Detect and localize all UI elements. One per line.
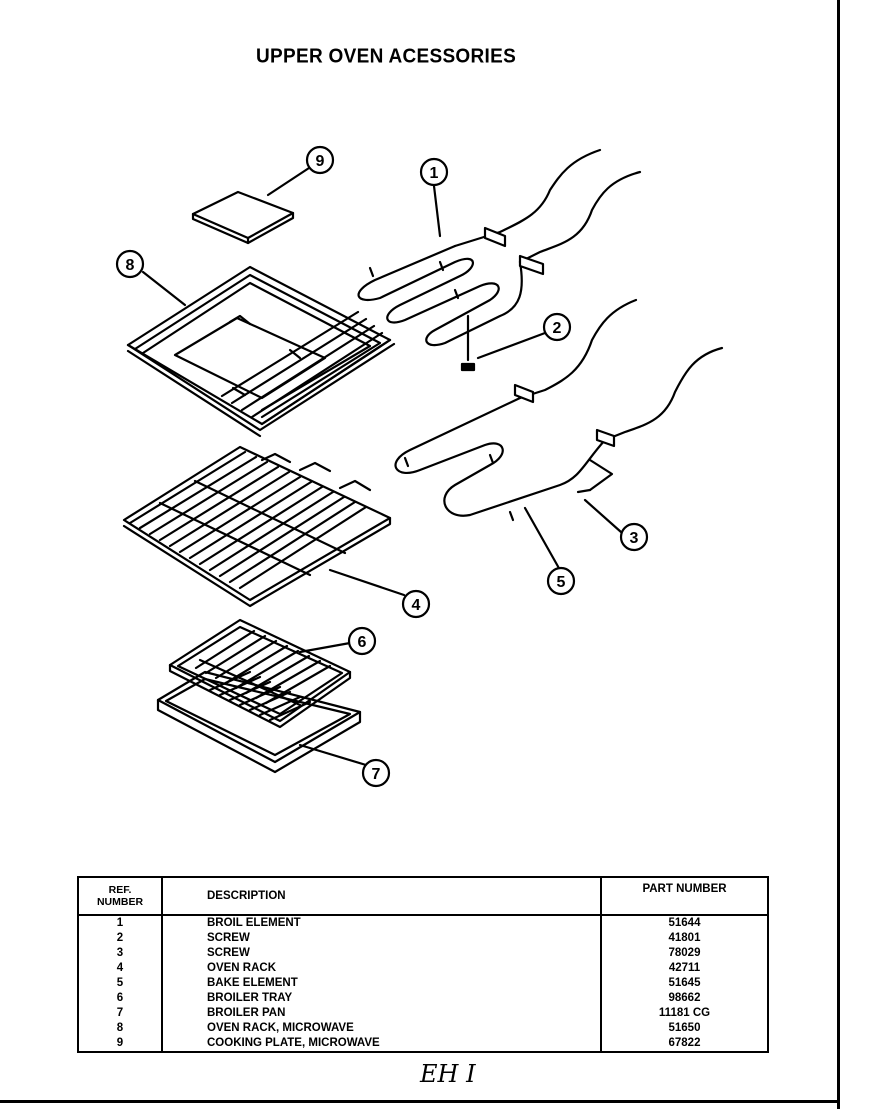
table-row: 1 BROIL ELEMENT 51644 — [77, 915, 769, 931]
table-row: 6 BROILER TRAY 98662 — [77, 991, 769, 1006]
table-row: 3 SCREW 78029 — [77, 946, 769, 961]
ref-cell: 6 — [77, 991, 163, 1006]
callout-5: 5 — [557, 574, 566, 591]
screw-3-drawing — [576, 458, 614, 494]
broil-element-drawing — [357, 148, 642, 347]
callout-6: 6 — [358, 634, 367, 651]
parts-table-header: REF. NUMBER DESCRIPTION PART NUMBER — [77, 876, 769, 916]
cooking-plate-drawing — [191, 190, 295, 245]
page-title: UPPER OVEN ACESSORIES — [256, 45, 517, 68]
part-number-header: PART NUMBER — [600, 876, 769, 916]
callout-7: 7 — [372, 766, 381, 783]
screw-2-drawing — [460, 314, 476, 372]
table-row: 5 BAKE ELEMENT 51645 — [77, 976, 769, 991]
table-row: 4 OVEN RACK 42711 — [77, 961, 769, 976]
ref-cell: 7 — [77, 1006, 163, 1021]
page-frame-bottom — [0, 1100, 840, 1103]
callout-8: 8 — [126, 257, 135, 274]
part-number-cell: 51650 — [600, 1021, 769, 1036]
callout-2: 2 — [553, 320, 562, 337]
part-number-cell: 11181 CG — [600, 1006, 769, 1021]
page-frame-right — [837, 0, 840, 1109]
bake-element-drawing — [394, 298, 724, 522]
part-number-cell: 67822 — [600, 1036, 769, 1053]
parts-table: REF. NUMBER DESCRIPTION PART NUMBER 1 BR… — [77, 876, 769, 1053]
description-cell: SCREW — [161, 931, 602, 946]
table-row: 2 SCREW 41801 — [77, 931, 769, 946]
part-number-cell: 42711 — [600, 961, 769, 976]
part-number-cell: 51645 — [600, 976, 769, 991]
callout-4: 4 — [412, 597, 421, 614]
broiler-tray-drawing — [168, 618, 352, 729]
part-number-cell: 41801 — [600, 931, 769, 946]
table-row: 7 BROILER PAN 11181 CG — [77, 1006, 769, 1021]
table-row: 8 OVEN RACK, MICROWAVE 51650 — [77, 1021, 769, 1036]
ref-cell: 2 — [77, 931, 163, 946]
description-cell: SCREW — [161, 946, 602, 961]
description-cell: BROILER PAN — [161, 1006, 602, 1021]
part-number-cell: 51644 — [600, 915, 769, 931]
ref-cell: 3 — [77, 946, 163, 961]
callout-9: 9 — [316, 153, 325, 170]
ref-cell: 4 — [77, 961, 163, 976]
description-cell: COOKING PLATE, MICROWAVE — [161, 1036, 602, 1053]
table-row: 9 COOKING PLATE, MICROWAVE 67822 — [77, 1036, 769, 1053]
description-cell: BROILER TRAY — [161, 991, 602, 1006]
part-number-cell: 98662 — [600, 991, 769, 1006]
ref-cell: 1 — [77, 915, 163, 931]
ref-cell: 5 — [77, 976, 163, 991]
description-cell: OVEN RACK, MICROWAVE — [161, 1021, 602, 1036]
ref-cell: 9 — [77, 1036, 163, 1053]
description-cell: BROIL ELEMENT — [161, 915, 602, 931]
callout-3: 3 — [630, 530, 639, 547]
description-cell: BAKE ELEMENT — [161, 976, 602, 991]
broiler-pan-drawing — [156, 670, 362, 774]
handwritten-signature: EH I — [420, 1060, 476, 1088]
description-cell: OVEN RACK — [161, 961, 602, 976]
microwave-oven-rack-drawing — [126, 265, 396, 438]
ref-cell: 8 — [77, 1021, 163, 1036]
oven-rack-drawing — [122, 445, 392, 608]
exploded-parts-diagram: 9 8 1 2 3 5 4 6 7 — [115, 145, 724, 788]
description-header: DESCRIPTION — [161, 876, 602, 916]
callout-1: 1 — [430, 165, 439, 182]
ref-number-header: REF. NUMBER — [77, 876, 163, 916]
part-number-cell: 78029 — [600, 946, 769, 961]
